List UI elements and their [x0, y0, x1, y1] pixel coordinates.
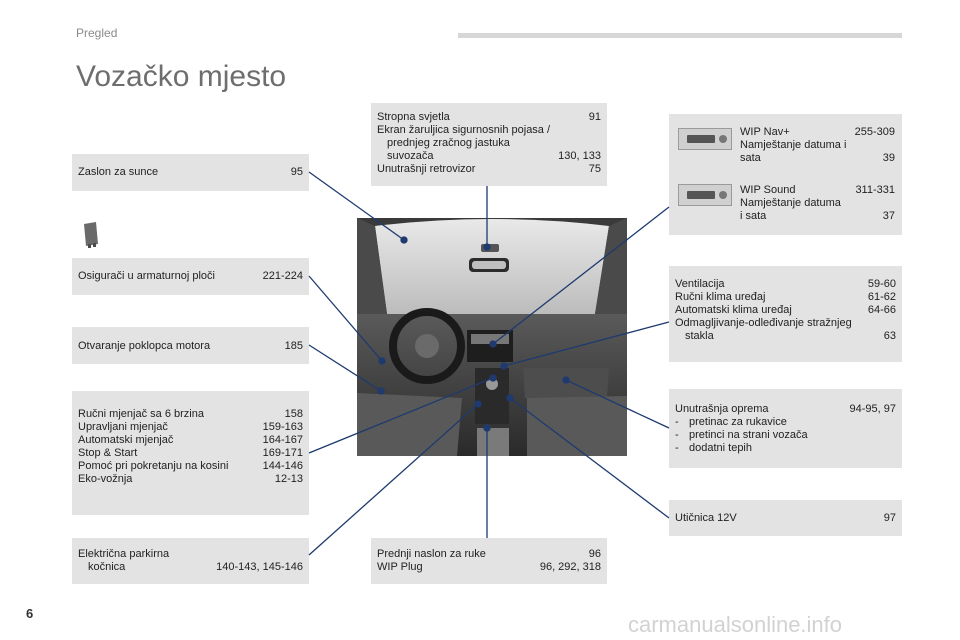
- fuses-label: Osigurači u armaturnoj ploči: [78, 270, 215, 282]
- climate-item-page: 61-62: [867, 291, 896, 303]
- gearbox-item-page: 159-163: [262, 421, 303, 433]
- demist-line2: stakla: [685, 330, 714, 342]
- interior-item: pretinci na strani vozača: [689, 429, 808, 441]
- airbag-line3: suvozača: [387, 150, 434, 162]
- fuses-page: 221-224: [262, 270, 303, 282]
- sound-label: WIP Sound: [740, 184, 796, 196]
- armrest-label: Prednji naslon za ruke: [377, 548, 486, 560]
- section-title: Pregled: [76, 26, 118, 40]
- interior-label: Unutrašnja oprema: [675, 403, 769, 415]
- interior-item: dodatni tepih: [689, 442, 752, 454]
- header-bar: [458, 33, 902, 38]
- ceiling-lamps-page: 91: [588, 111, 601, 123]
- armrest-box: Prednji naslon za ruke 96 WIP Plug 96, 292…: [371, 538, 607, 584]
- dashboard-photo: [357, 218, 627, 456]
- sound-sub2: i sata: [740, 210, 767, 222]
- gearbox-item-label: Pomoć pri pokretanju na kosini: [78, 460, 229, 472]
- interior-page: 94-95, 97: [849, 403, 896, 415]
- gearbox-item-page: 12-13: [274, 473, 303, 485]
- bullet-dash: -: [675, 442, 679, 454]
- bullet-dash: -: [675, 429, 679, 441]
- armrest-page: 96: [588, 548, 601, 560]
- parking-brake-line2: kočnica: [88, 561, 126, 573]
- sun-visor-page: 95: [290, 166, 303, 178]
- climate-item-label: Ručni klima uređaj: [675, 291, 766, 303]
- wip-plug-label: WIP Plug: [377, 561, 423, 573]
- parking-brake-line1: Električna parkirna: [78, 548, 170, 560]
- radio-unit-icon: [678, 128, 732, 150]
- gearbox-item-label: Upravljani mjenjač: [78, 421, 168, 433]
- fuses-box: Osigurači u armaturnoj ploči 221-224: [72, 258, 309, 295]
- watermark: carmanualsonline.info: [628, 612, 843, 637]
- airbag-line1: Ekran žaruljica sigurnosnih pojasa /: [377, 124, 551, 136]
- bonnet-label: Otvaranje poklopca motora: [78, 340, 211, 352]
- nav-sub2: sata: [740, 152, 761, 164]
- parking-brake-box: Električna parkirna kočnica 140-143, 145-…: [72, 538, 309, 584]
- bonnet-page: 185: [284, 340, 303, 352]
- socket-page: 97: [883, 512, 896, 524]
- socket-label: Utičnica 12V: [675, 512, 737, 524]
- demist-line1: Odmagljivanje-odleđivanje stražnjeg: [675, 317, 852, 329]
- page-number: 6: [26, 606, 34, 621]
- interior-item: pretinac za rukavice: [689, 416, 787, 428]
- fuse-icon: [84, 222, 98, 248]
- radio-unit-icon: [678, 184, 732, 206]
- gearbox-item-label: Automatski mjenjač: [78, 434, 174, 446]
- sound-sub-page: 37: [882, 210, 895, 222]
- gearbox-item-page: 164-167: [262, 434, 303, 446]
- demist-page: 63: [883, 330, 896, 342]
- airbag-page: 130, 133: [558, 150, 601, 162]
- audio-box: WIP Nav+ 255-309 Namještanje datuma i sat…: [669, 114, 902, 235]
- climate-item-page: 64-66: [867, 304, 896, 316]
- sun-visor-label: Zaslon za sunce: [78, 166, 159, 178]
- climate-box: Ventilacija 59-60 Ručni klima uređaj 61-62…: [669, 266, 902, 362]
- airbag-line2: prednjeg zračnog jastuka: [387, 137, 510, 149]
- socket-box: Utičnica 12V 97: [669, 500, 902, 536]
- climate-item-label: Automatski klima uređaj: [675, 304, 792, 316]
- gearbox-item-label: Ručni mjenjač sa 6 brzina: [78, 408, 204, 420]
- climate-item-label: Ventilacija: [675, 278, 725, 290]
- mirror-page: 75: [588, 163, 601, 175]
- sound-sub1: Namještanje datuma: [740, 197, 841, 209]
- ceiling-box: Stropna svjetla 91 Ekran žaruljica sigurn…: [371, 103, 607, 186]
- mirror-label: Unutrašnji retrovizor: [377, 163, 476, 175]
- nav-page: 255-309: [854, 126, 895, 138]
- gearbox-item-label: Stop & Start: [78, 447, 138, 459]
- sun-visor-box: Zaslon za sunce 95: [72, 154, 309, 191]
- nav-sub1: Namještanje datuma i: [740, 139, 847, 151]
- gearbox-box: Ručni mjenjač sa 6 brzina 158 Upravljani …: [72, 391, 309, 515]
- climate-item-page: 59-60: [867, 278, 896, 290]
- nav-sub-page: 39: [882, 152, 895, 164]
- wip-plug-page: 96, 292, 318: [539, 561, 601, 573]
- sound-page: 311-331: [855, 184, 895, 196]
- nav-label: WIP Nav+: [740, 126, 790, 138]
- gearbox-item-page: 158: [284, 408, 303, 420]
- bonnet-box: Otvaranje poklopca motora 185: [72, 327, 309, 364]
- page-title: Vozačko mjesto: [76, 60, 287, 93]
- gearbox-item-label: Eko-vožnja: [78, 473, 133, 485]
- gearbox-item-page: 144-146: [262, 460, 303, 472]
- gearbox-item-page: 169-171: [262, 447, 303, 459]
- ceiling-lamps-label: Stropna svjetla: [377, 111, 450, 123]
- parking-brake-page: 140-143, 145-146: [216, 561, 303, 573]
- bullet-dash: -: [675, 416, 679, 428]
